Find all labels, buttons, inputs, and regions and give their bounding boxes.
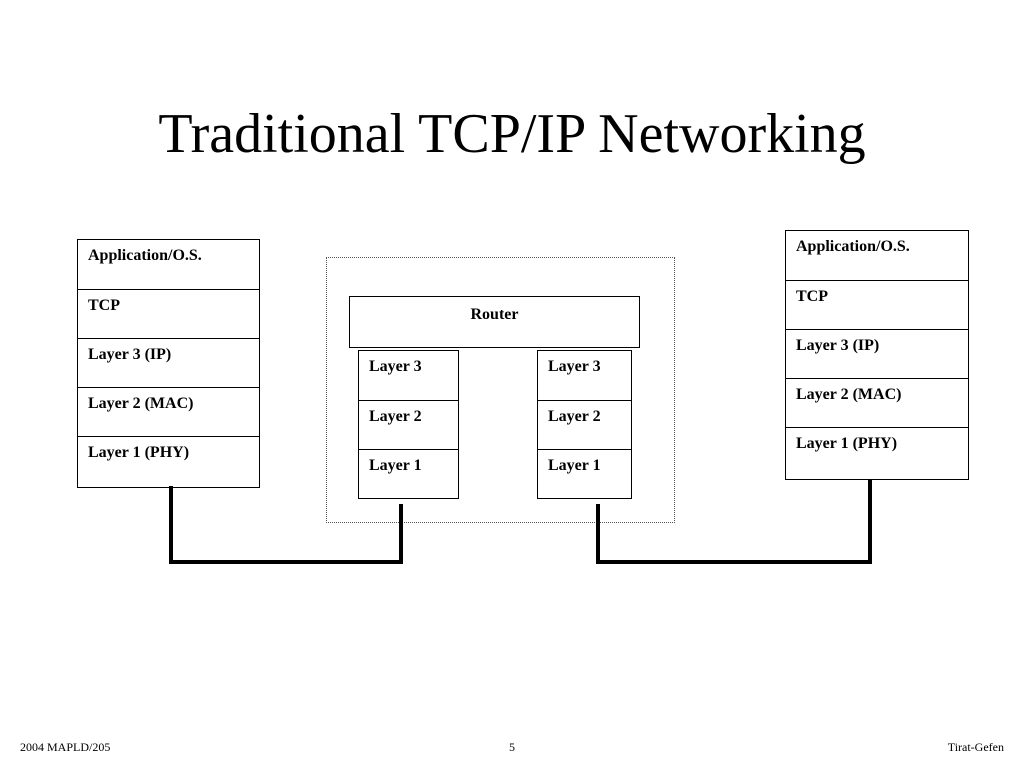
router-box: Router	[349, 296, 640, 348]
router-right-layer-1: Layer 1	[538, 449, 631, 498]
slide-title: Traditional TCP/IP Networking	[158, 103, 866, 165]
right-host-layer-3: Layer 3 (IP)	[786, 329, 968, 378]
router-boundary	[326, 257, 675, 523]
right-physical-link	[596, 479, 872, 564]
router-right-port-stack: Layer 3 Layer 2 Layer 1	[537, 350, 632, 499]
right-host-layer-2: Layer 2 (MAC)	[786, 378, 968, 427]
right-host-stack: Application/O.S. TCP Layer 3 (IP) Layer …	[785, 230, 969, 480]
right-host-layer-1: Layer 1 (PHY)	[786, 427, 968, 476]
left-physical-link	[169, 486, 403, 564]
slide-number: 5	[509, 740, 515, 754]
right-host-layer-application: Application/O.S.	[796, 238, 910, 255]
router-left-layer-1: Layer 1	[359, 449, 458, 498]
left-host-layer-3: Layer 3 (IP)	[78, 338, 259, 387]
footer-right: Tirat-Gefen	[947, 740, 1004, 754]
left-host-layer-2: Layer 2 (MAC)	[78, 387, 259, 436]
router-left-layer-2: Layer 2	[359, 400, 458, 449]
left-host-layer-application: Application/O.S.	[88, 247, 202, 264]
left-host-layer-1: Layer 1 (PHY)	[78, 436, 259, 485]
router-right-layer-2: Layer 2	[538, 400, 631, 449]
router-left-port-stack: Layer 3 Layer 2 Layer 1	[358, 350, 459, 499]
left-host-layer-tcp: TCP	[78, 289, 259, 338]
left-host-stack: Application/O.S. TCP Layer 3 (IP) Layer …	[77, 239, 260, 488]
router-right-layer-3: Layer 3	[548, 358, 601, 375]
footer-left: 2004 MAPLD/205	[20, 740, 111, 754]
right-host-layer-tcp: TCP	[786, 280, 968, 329]
router-left-layer-3: Layer 3	[369, 358, 422, 375]
